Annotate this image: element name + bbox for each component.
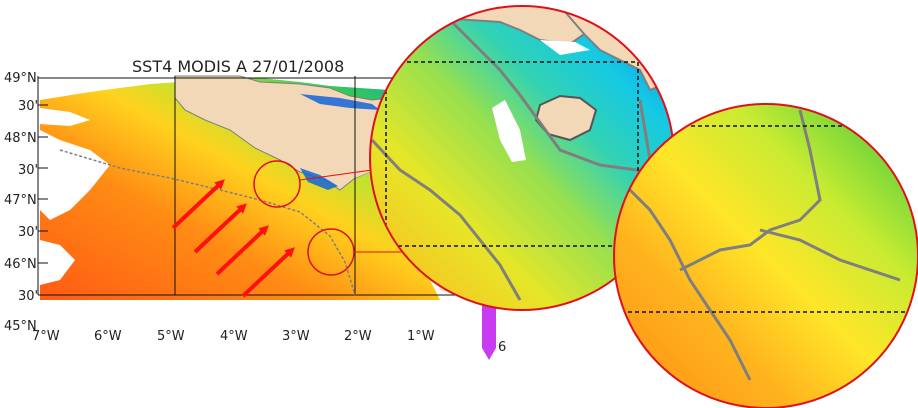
arrow-2 [193,203,247,254]
cloud-mask [40,130,110,220]
lat-label: 30' [18,225,38,240]
lon-labels: 7°W 6°W 5°W 4°W 3°W 2°W 1°W [32,329,435,344]
lat-label: 47°N [4,193,37,208]
lat-label: 45°N [4,319,37,334]
lat-label: 49°N [4,71,37,86]
lon-label: 1°W [407,329,435,344]
colorbar-label: 6 [498,340,506,355]
map-title: SST4 MODIS A 27/01/2008 [132,57,344,76]
lat-label: 30' [18,163,38,178]
lat-label: 46°N [4,257,37,272]
current-arrows [171,179,295,298]
zoom-panel-2 [613,103,918,408]
lon-label: 2°W [344,329,372,344]
graticule [37,76,456,296]
lon-label: 5°W [157,329,185,344]
lon-label: 4°W [220,329,248,344]
zoom-circle-1 [253,160,301,208]
arrow-1 [171,179,225,230]
zoom-circle-border [613,103,918,408]
arrow-3 [215,225,269,276]
lon-label: 7°W [32,329,60,344]
lon-label: 6°W [94,329,122,344]
arrow-4 [241,247,295,298]
lat-label: 30' [18,99,38,114]
lon-label: 3°W [282,329,310,344]
lat-labels: 49°N 30' 48°N 30' 47°N 30' 46°N 30' 45°N [4,71,38,334]
colorbar: 6 [482,300,506,360]
lat-label: 30' [18,289,38,304]
lat-label: 48°N [4,131,37,146]
